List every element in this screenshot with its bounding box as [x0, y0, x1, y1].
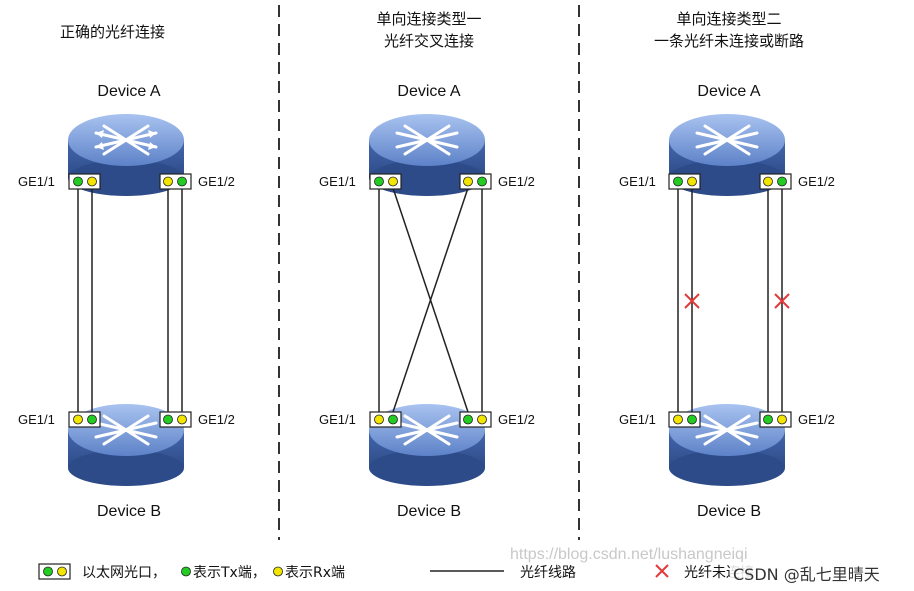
optical-port: [668, 411, 701, 428]
optical-port: [668, 173, 701, 190]
port-label-ge1-2: GE1/2: [198, 412, 235, 427]
port-label-ge1-2: GE1/2: [798, 412, 835, 427]
optical-port: [369, 173, 402, 190]
port-label-ge1-2: GE1/2: [498, 174, 535, 189]
watermark-url: https://blog.csdn.net/lushangneiqi: [510, 546, 748, 563]
panel-title-line: 光纤交叉连接: [384, 32, 474, 50]
legend: 以太网光口， 表示Tx端， 表示Rx端 光纤线路 光纤未连接: [38, 563, 754, 581]
optical-port: [369, 411, 402, 428]
panel-broken: 单向连接类型二 一条光纤未连接或断路 Device A Device B GE1…: [619, 10, 835, 520]
optical-port: [759, 173, 792, 190]
optical-port: [68, 173, 101, 190]
panel-title-line: 单向连接类型一: [376, 10, 481, 28]
panel-title-line: 正确的光纤连接: [60, 23, 165, 41]
port-label-ge1-2: GE1/2: [798, 174, 835, 189]
port-label-ge1-1: GE1/1: [319, 174, 356, 189]
optical-port: [159, 411, 192, 428]
fiber-line: [392, 187, 469, 413]
device-a-label: Device A: [397, 83, 460, 100]
port-label-ge1-2: GE1/2: [498, 412, 535, 427]
legend-line-text: 光纤线路: [520, 565, 576, 581]
legend-tx-text: 表示Tx端，: [193, 565, 266, 581]
panel-crossed: 单向连接类型一 光纤交叉连接 Device A Device B GE1/1 G…: [319, 10, 535, 520]
device-a-label: Device A: [697, 83, 760, 100]
optical-port: [759, 411, 792, 428]
optical-port: [159, 173, 192, 190]
port-label-ge1-1: GE1/1: [18, 174, 55, 189]
device-b-label: Device B: [697, 503, 761, 520]
optical-port: [68, 411, 101, 428]
legend-tx-dot-icon: [181, 566, 191, 577]
port-label-ge1-1: GE1/1: [619, 174, 656, 189]
legend-rx-text: 表示Rx端: [285, 565, 345, 581]
device-a-label: Device A: [97, 83, 160, 100]
panel-correct: 正确的光纤连接 Device A Device B GE1/1 GE1/2: [18, 23, 235, 520]
port-label-ge1-1: GE1/1: [319, 412, 356, 427]
optical-port: [459, 411, 492, 428]
port-label-ge1-2: GE1/2: [198, 174, 235, 189]
watermark-credit: CSDN @乱七里晴天: [733, 565, 880, 584]
port-label-ge1-1: GE1/1: [18, 412, 55, 427]
device-b-label: Device B: [397, 503, 461, 520]
port-label-ge1-1: GE1/1: [619, 412, 656, 427]
legend-port-text: 以太网光口，: [82, 565, 166, 581]
broken-fiber-x-icon: [774, 293, 790, 309]
broken-fiber-x-icon: [684, 293, 700, 309]
legend-rx-dot-icon: [273, 566, 283, 577]
optical-port: [459, 173, 492, 190]
legend-broken-x-icon: [655, 564, 669, 578]
panel-title-line: 一条光纤未连接或断路: [654, 32, 804, 50]
legend-port-icon: [38, 563, 71, 580]
device-b-label: Device B: [97, 503, 161, 520]
panel-title-line: 单向连接类型二: [676, 10, 781, 28]
